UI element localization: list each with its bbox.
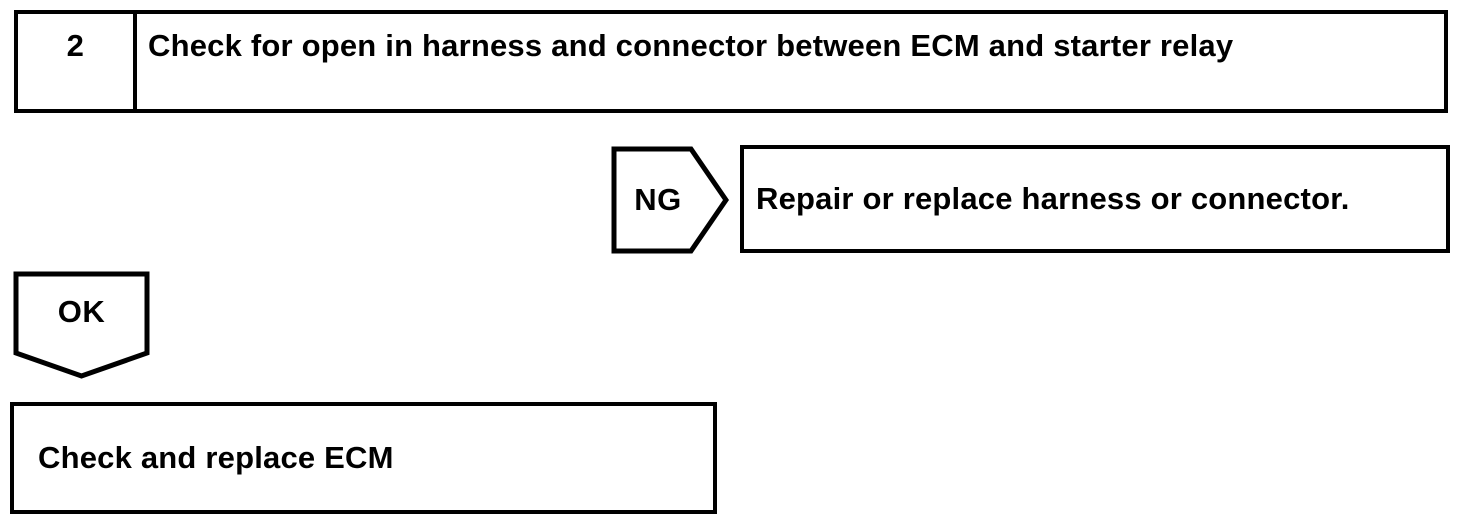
ok-connector-shape [13,271,150,379]
ok-action-text: Check and replace ECM [38,440,394,475]
step-title: Check for open in harness and connector … [148,28,1234,63]
ng-action-text: Repair or replace harness or connector. [756,181,1350,216]
ng-action-box: Repair or replace harness or connector. [740,145,1450,253]
ng-connector-shape [611,146,729,254]
step-number: 2 [18,14,137,109]
ok-action-box: Check and replace ECM [10,402,717,514]
step-box: 2 Check for open in harness and connecto… [14,10,1448,113]
